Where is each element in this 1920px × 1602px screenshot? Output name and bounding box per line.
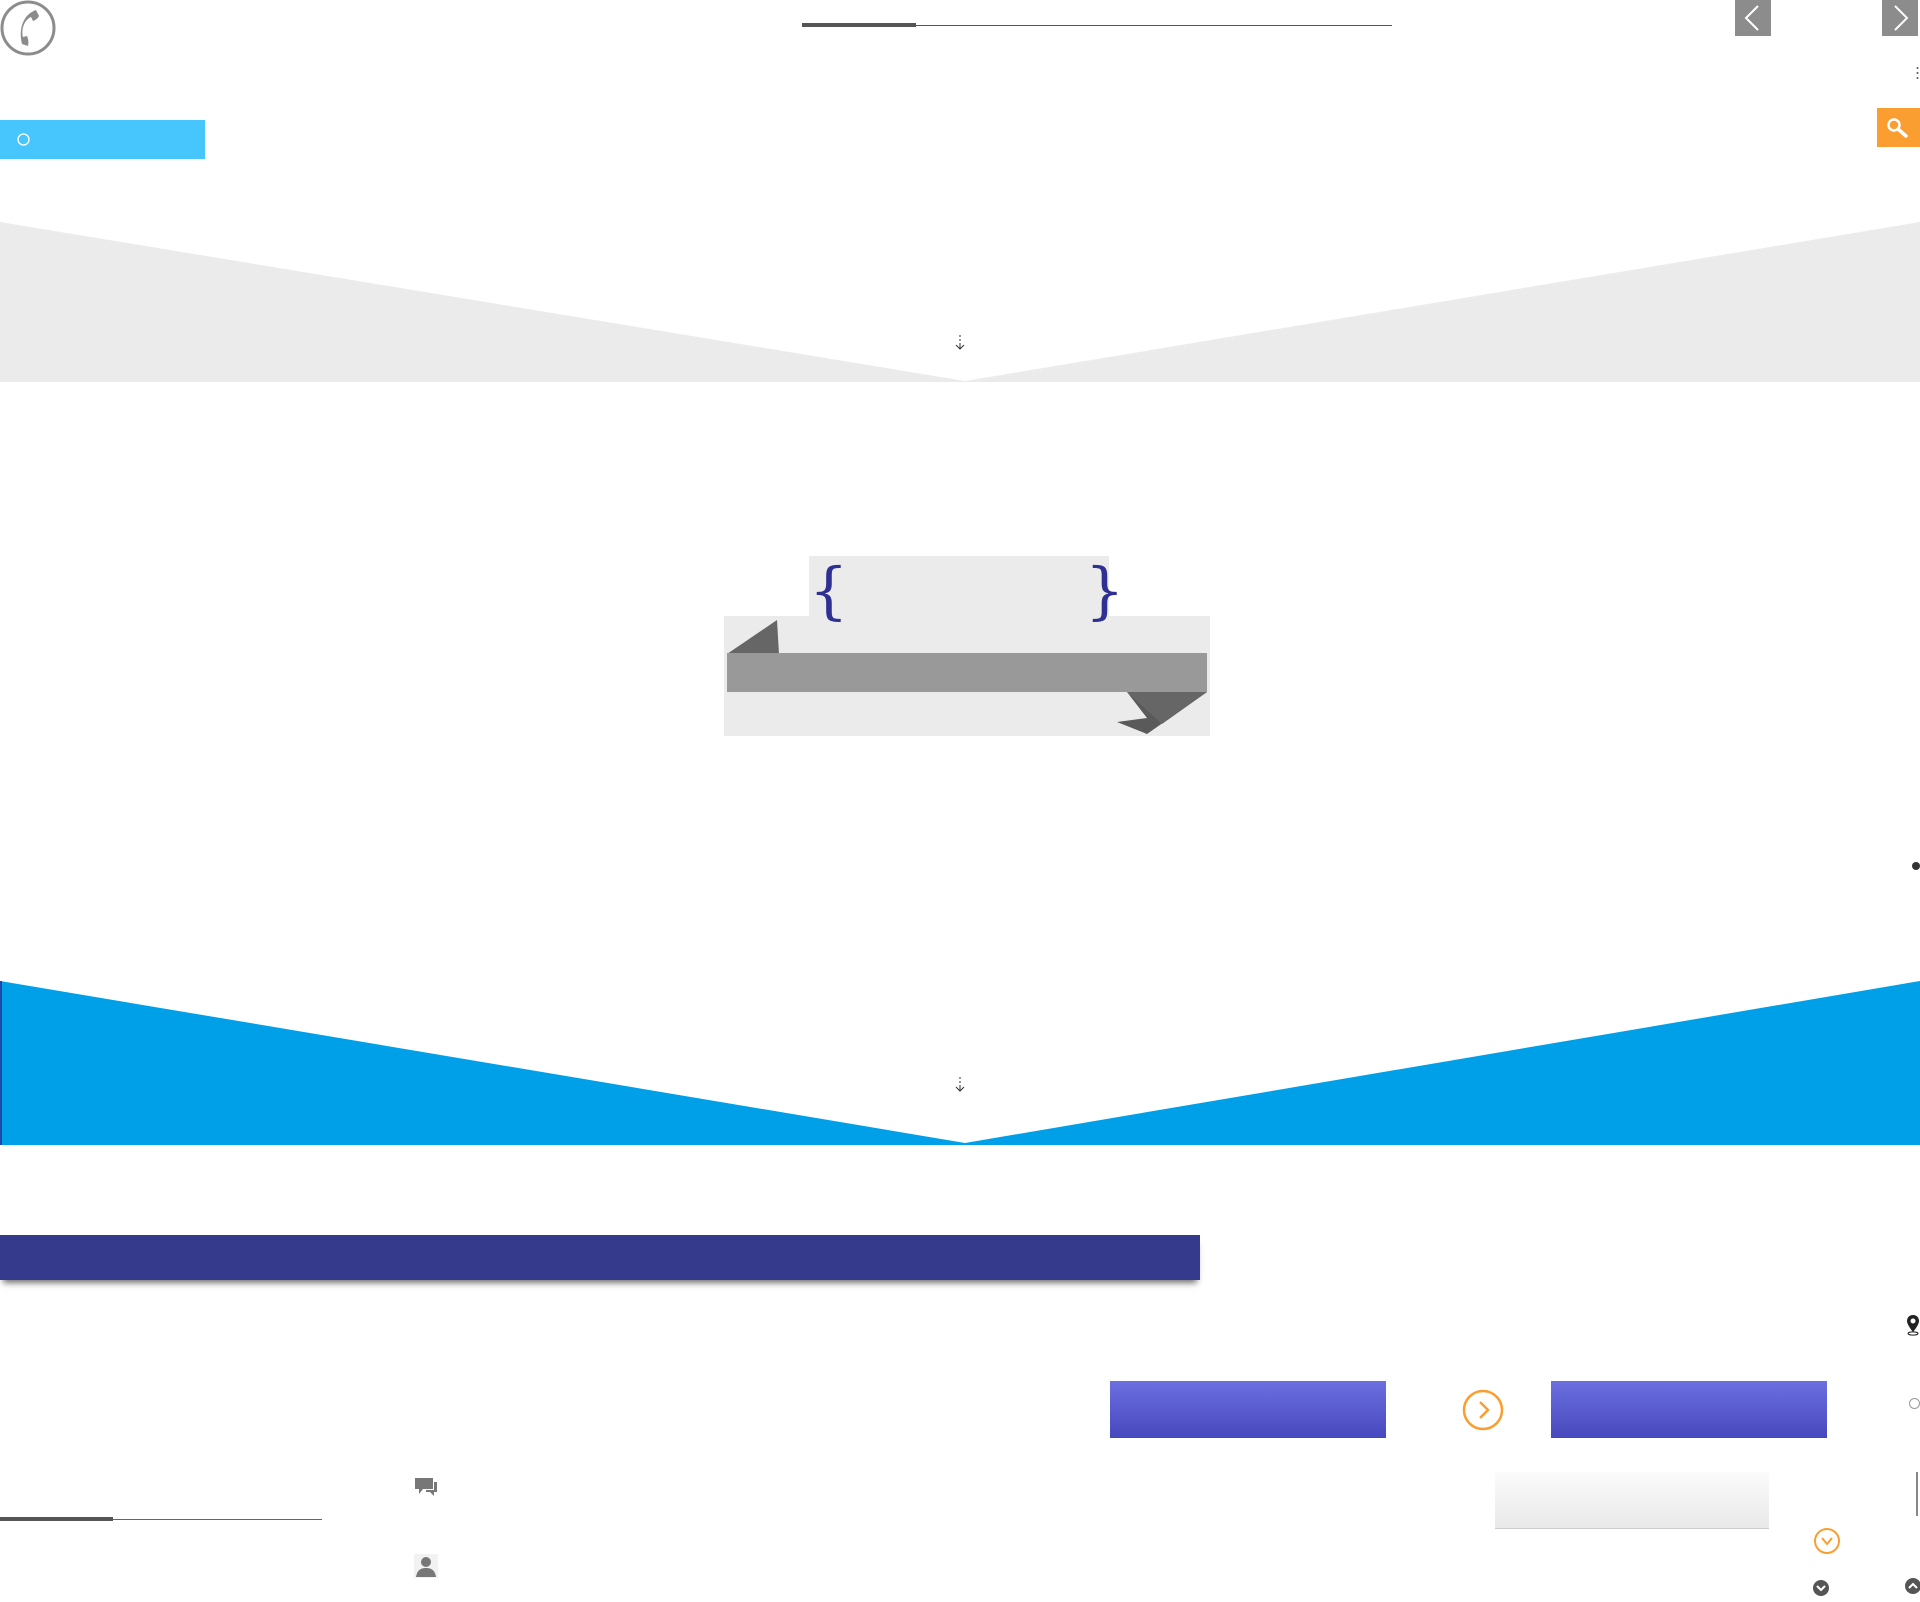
- user-icon: [414, 1554, 438, 1578]
- chat-bubble-icon: [414, 1475, 438, 1497]
- scrollbar-track[interactable]: [1916, 1472, 1918, 1516]
- circle-icon: [17, 133, 30, 146]
- action-button-right[interactable]: [1551, 1381, 1827, 1438]
- ribbon-brace-right: }: [1085, 556, 1124, 627]
- header-progress-indicator: [802, 23, 916, 27]
- chevron-right-icon: [1894, 5, 1909, 31]
- next-button[interactable]: [1882, 0, 1918, 36]
- prev-button[interactable]: [1735, 0, 1771, 36]
- search-button[interactable]: [1877, 108, 1920, 147]
- vertical-dots-icon[interactable]: [1915, 66, 1920, 80]
- chevron-down-circle-icon[interactable]: [1813, 1527, 1841, 1555]
- search-bar[interactable]: [0, 120, 205, 159]
- chevron-down-icon[interactable]: [1812, 1579, 1830, 1597]
- section-heading-bar: [0, 1235, 1200, 1280]
- magnifier-icon: [1887, 118, 1908, 138]
- chevron-left-icon: [1744, 5, 1759, 31]
- ribbon-banner: { }: [724, 556, 1210, 736]
- chevron-right-circle-icon[interactable]: [1462, 1389, 1504, 1431]
- hero-section-gray: [0, 222, 1920, 382]
- bottom-progress-indicator: [0, 1517, 113, 1521]
- phone-logo-icon[interactable]: [0, 0, 58, 58]
- slide-dot[interactable]: [1912, 862, 1920, 870]
- action-button-left[interactable]: [1110, 1381, 1386, 1438]
- hero-section-blue: [0, 981, 1920, 1145]
- input-box[interactable]: [1495, 1472, 1769, 1529]
- bottom-progress-track: [0, 1519, 322, 1520]
- chevron-up-icon[interactable]: [1904, 1577, 1920, 1595]
- map-pin-icon[interactable]: [1906, 1314, 1920, 1336]
- arrow-down-icon[interactable]: [953, 334, 967, 352]
- header-progress-track: [802, 25, 1392, 26]
- circle-icon[interactable]: [1909, 1398, 1920, 1409]
- arrow-down-icon[interactable]: [953, 1076, 967, 1094]
- ribbon-brace-left: {: [809, 556, 848, 627]
